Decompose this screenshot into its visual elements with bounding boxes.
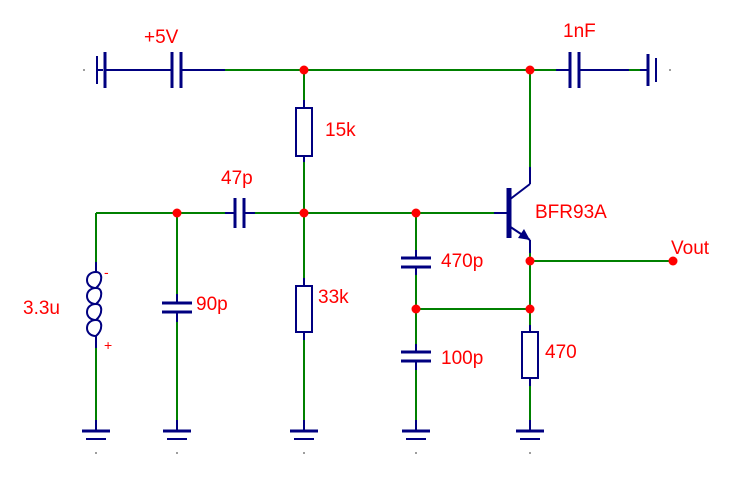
pin-dots	[83, 69, 671, 454]
junction-node	[172, 208, 182, 218]
label-inductor: 3.3u	[23, 298, 60, 319]
label-vout: Vout	[671, 238, 710, 259]
resistor-15k	[295, 100, 313, 162]
resistor-33k	[295, 278, 313, 340]
label-470: 470	[545, 342, 577, 363]
label-470p: 470p	[441, 251, 483, 272]
junction-node	[411, 208, 421, 218]
transistor-npn	[494, 167, 531, 253]
wires	[95, 69, 673, 428]
label-100p: 100p	[441, 348, 483, 369]
ground-icon	[402, 420, 430, 440]
capacitor-100p	[401, 344, 431, 370]
capacitor-470p	[401, 250, 431, 275]
label-90p: 90p	[196, 294, 228, 315]
junction-node	[411, 304, 421, 314]
label-supply: +5V	[144, 27, 179, 48]
junction-node	[525, 65, 535, 75]
capacitor-47p	[225, 198, 255, 228]
junction-node	[299, 208, 309, 218]
label-inductor-plus: +	[104, 337, 112, 353]
label-33k: 33k	[318, 287, 349, 308]
ground-symbols	[82, 420, 544, 440]
labels: +5V 1nF 15k 47p BFR93A Vout 3.3u - + 90p…	[23, 21, 710, 369]
inductor-3.3u	[86, 262, 103, 348]
label-47p: 47p	[221, 168, 253, 189]
ground-icon	[290, 420, 318, 440]
junction-node	[525, 304, 535, 314]
label-1nF: 1nF	[563, 21, 596, 42]
junction-node	[299, 65, 309, 75]
ground-icon	[82, 420, 110, 440]
label-transistor: BFR93A	[535, 202, 607, 223]
vout-terminal	[668, 256, 678, 266]
ground-icon	[163, 420, 191, 440]
resistor-470	[521, 325, 539, 386]
label-inductor-minus: -	[104, 264, 109, 280]
label-15k: 15k	[325, 120, 356, 141]
ground-icon	[516, 420, 544, 440]
junction-node	[525, 256, 535, 266]
capacitor-1nF	[556, 52, 657, 88]
junction-nodes	[172, 65, 678, 314]
supply-source	[96, 52, 225, 88]
capacitor-90p	[162, 294, 192, 322]
